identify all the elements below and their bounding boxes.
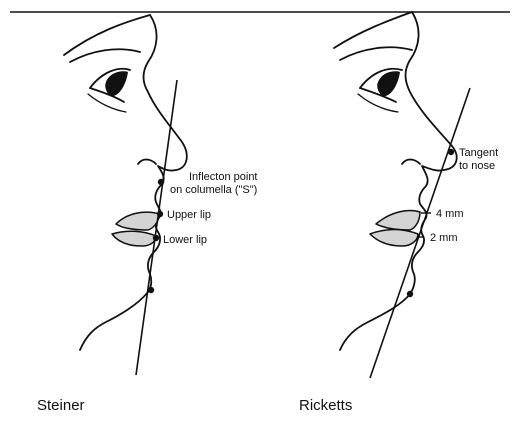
ricketts-measure-4mm: 4 mm [436, 208, 464, 220]
ricketts-label-tangent-2: to nose [459, 160, 495, 172]
ricketts-nostril [402, 160, 420, 165]
ricketts-forehead [334, 12, 412, 48]
ricketts-eyebrow [340, 47, 412, 60]
steiner-forehead [64, 15, 150, 55]
steiner-caption: Steiner [37, 397, 85, 414]
steiner-point-columella [158, 179, 164, 185]
ricketts-label-tangent-1: Tangent [459, 147, 498, 159]
steiner-point-upper-lip [157, 211, 163, 217]
steiner-eyebrow [70, 49, 140, 62]
ricketts-upper-lip [376, 211, 420, 231]
steiner-point-chin [148, 287, 154, 293]
steiner-eye [88, 69, 130, 112]
steiner-nostril [138, 160, 156, 165]
steiner-point-lower-lip [153, 235, 159, 241]
ricketts-measure-2mm: 2 mm [430, 232, 458, 244]
ricketts-profile [340, 12, 457, 350]
ricketts-eye [358, 69, 402, 112]
ricketts-point-chin [407, 291, 413, 297]
steiner-label-upper-lip: Upper lip [167, 209, 211, 221]
steiner-lower-lip [112, 231, 156, 246]
ricketts-lower-lip [370, 230, 418, 247]
ricketts-panel: Tangent to nose 4 mm 2 mm Ricketts [299, 12, 498, 414]
steiner-profile [80, 15, 187, 350]
steiner-label-inflection-1: Inflecton point [189, 171, 258, 183]
steiner-label-lower-lip: Lower lip [163, 234, 207, 246]
ricketts-point-nose [448, 149, 454, 155]
steiner-upper-lip [116, 212, 160, 230]
steiner-label-inflection-2: on columella ("S") [170, 184, 257, 196]
steiner-panel: Inflecton point on columella ("S") Upper… [37, 15, 258, 414]
ricketts-caption: Ricketts [299, 397, 352, 414]
